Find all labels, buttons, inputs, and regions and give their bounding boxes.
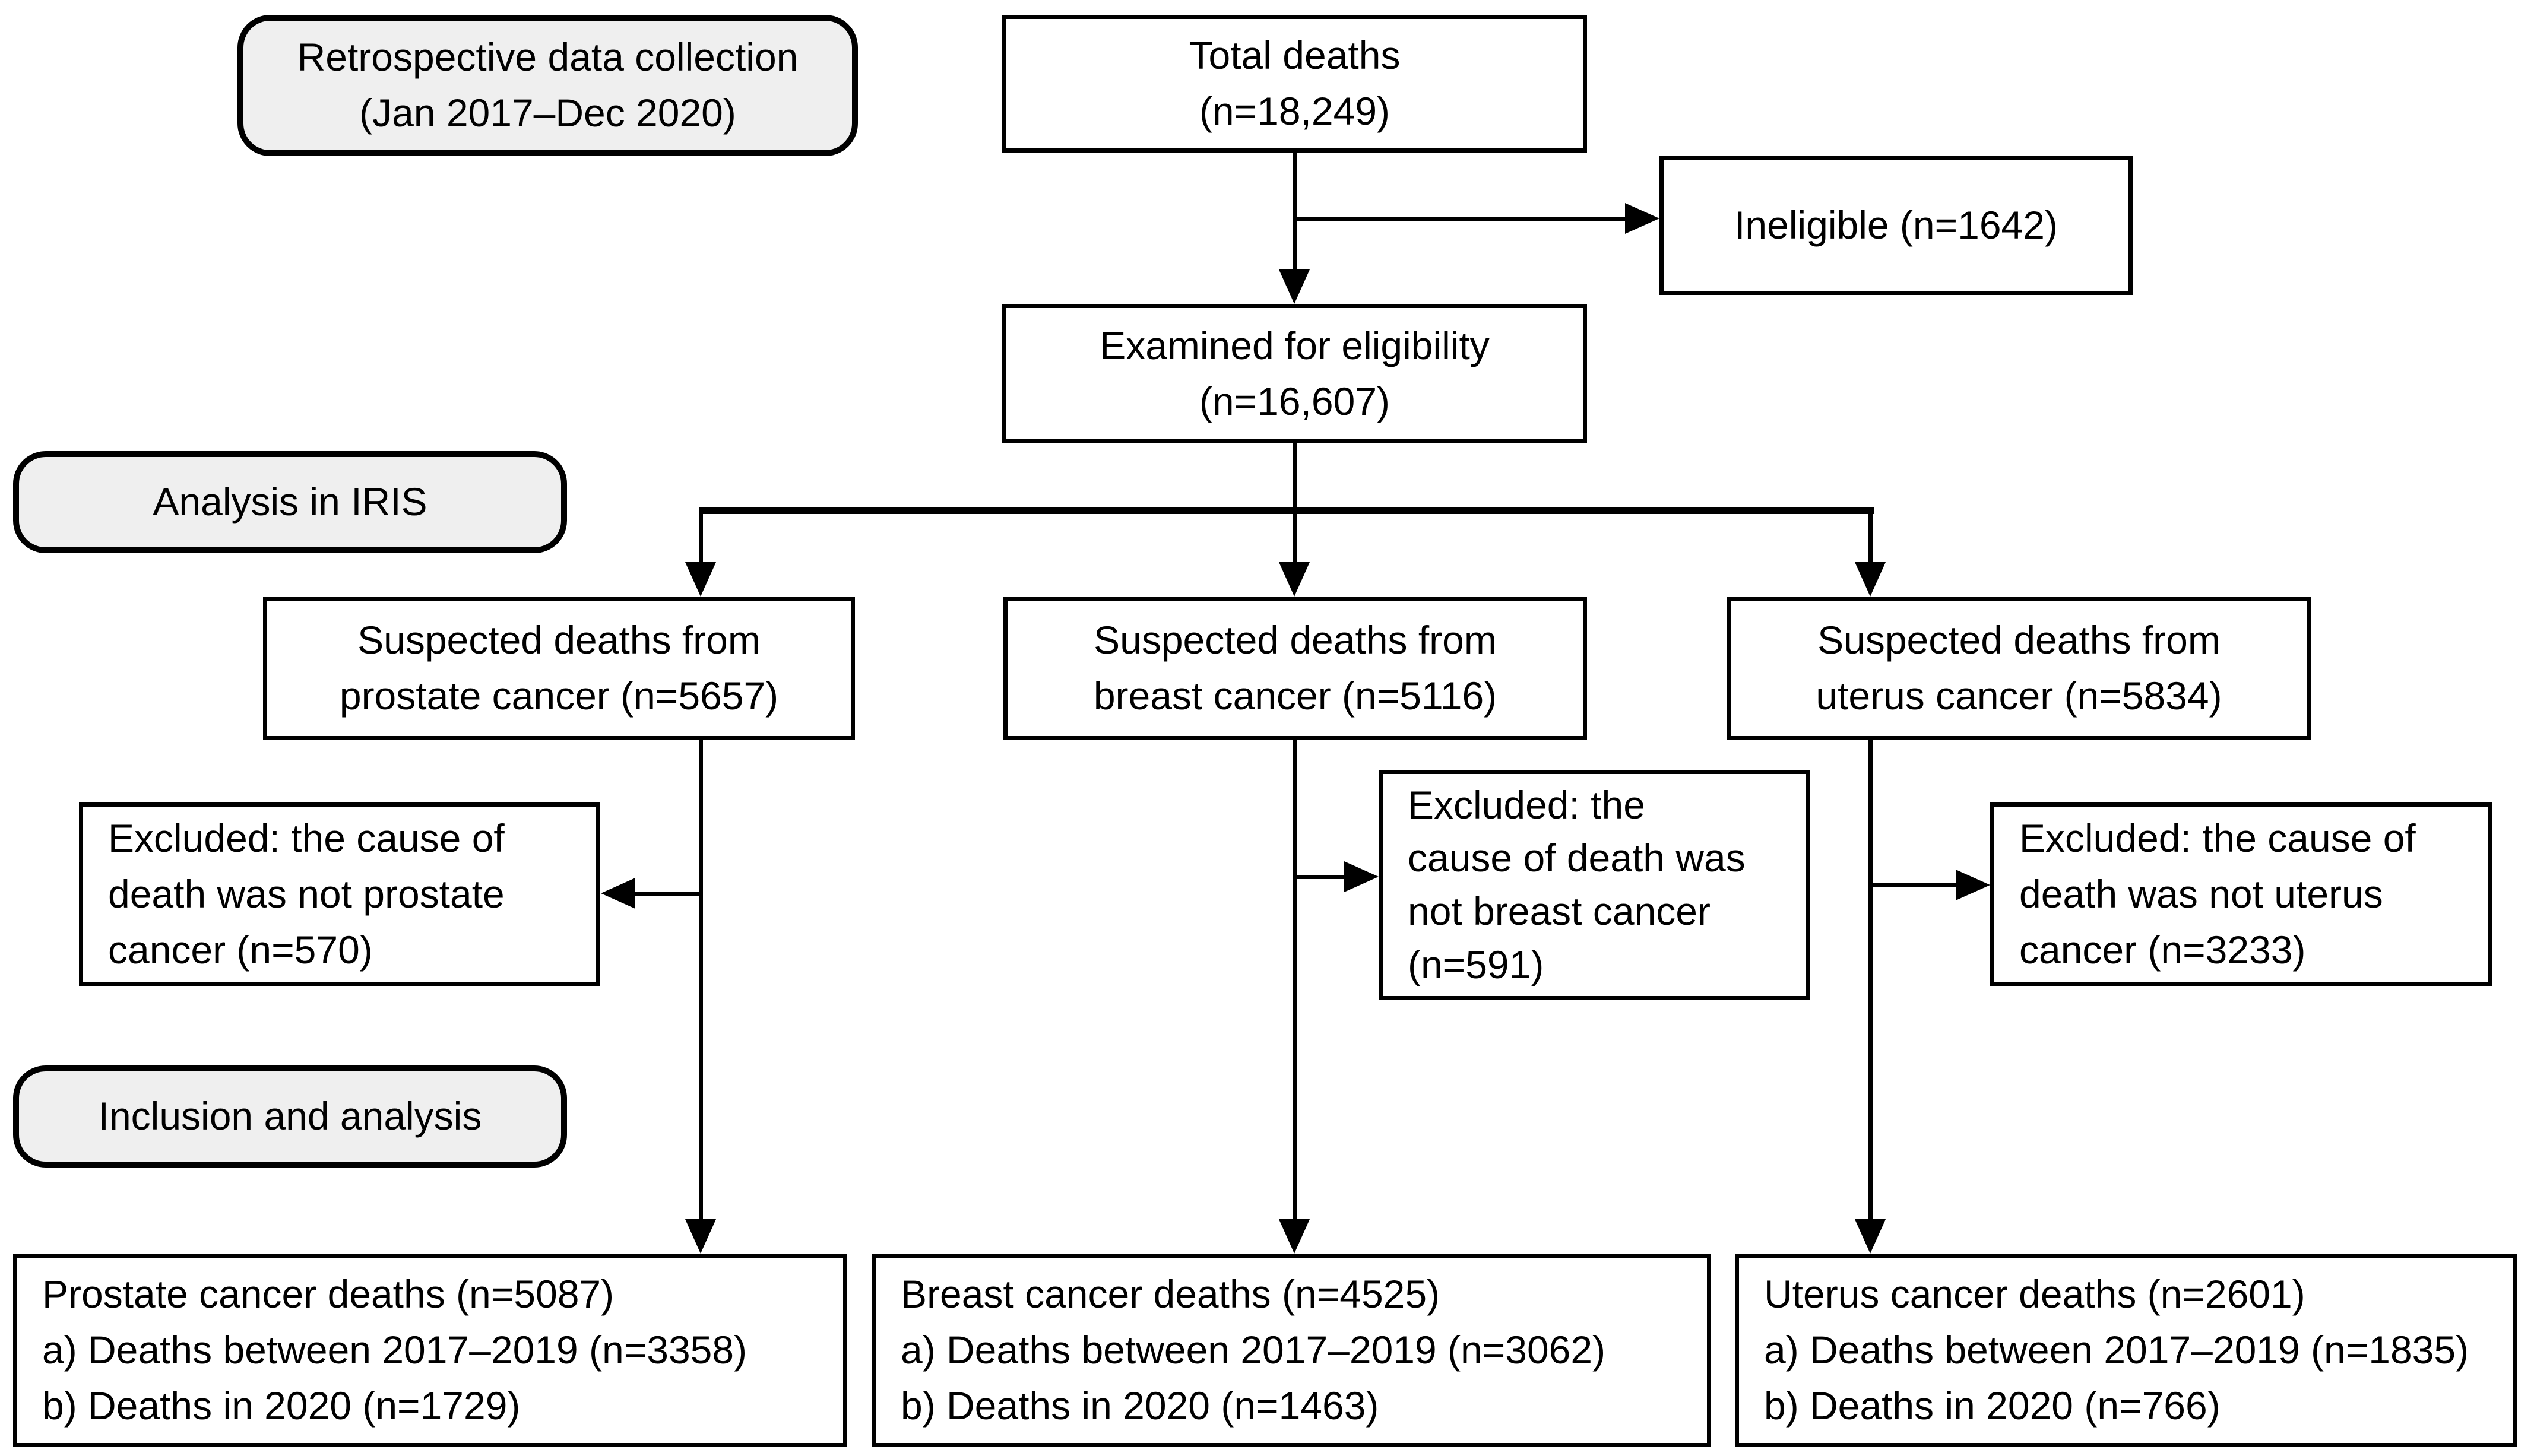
box-examined-for-eligibility: Examined for eligibility (n=16,607) — [1002, 304, 1587, 443]
arrow-down-icon — [1855, 562, 1886, 597]
connector-split-bar — [699, 507, 1874, 514]
connector-examined-to-split — [1293, 443, 1297, 510]
connector-to-excluded-breast — [1294, 875, 1347, 879]
box-excluded-uterus: Excluded: the cause of death was not ute… — [1990, 802, 2492, 986]
connector-prostate-to-final — [699, 740, 703, 1221]
box-ineligible: Ineligible (n=1642) — [1659, 156, 2133, 295]
connector-to-excluded-prostate — [632, 892, 701, 896]
box-total-deaths: Total deaths (n=18,249) — [1002, 15, 1587, 153]
stage-label-retrospective: Retrospective data collection (Jan 2017–… — [237, 15, 858, 156]
connector-uterus-to-final — [1868, 740, 1873, 1221]
connector-split-to-breast — [1293, 510, 1297, 564]
arrow-down-icon — [1855, 1219, 1886, 1254]
connector-total-to-examined — [1293, 153, 1297, 271]
arrow-right-icon — [1625, 203, 1659, 234]
box-excluded-prostate: Excluded: the cause of death was not pro… — [79, 802, 600, 986]
connector-to-excluded-uterus — [1870, 883, 1958, 887]
stage-label-iris: Analysis in IRIS — [13, 451, 567, 553]
arrow-left-icon — [601, 878, 635, 909]
arrow-down-icon — [1279, 1219, 1310, 1254]
connector-split-to-prostate — [699, 510, 703, 564]
arrow-down-icon — [685, 1219, 716, 1254]
connector-split-to-uterus — [1868, 510, 1873, 564]
box-final-uterus: Uterus cancer deaths (n=2601) a) Deaths … — [1735, 1254, 2517, 1447]
connector-breast-to-final — [1293, 740, 1297, 1221]
box-suspected-breast: Suspected deaths from breast cancer (n=5… — [1003, 597, 1587, 740]
stage-label-inclusion: Inclusion and analysis — [13, 1065, 567, 1168]
arrow-down-icon — [685, 562, 716, 597]
box-final-prostate: Prostate cancer deaths (n=5087) a) Death… — [13, 1254, 847, 1447]
box-final-breast: Breast cancer deaths (n=4525) a) Deaths … — [872, 1254, 1711, 1447]
arrow-down-icon — [1279, 562, 1310, 597]
arrow-right-icon — [1956, 870, 1990, 900]
arrow-down-icon — [1279, 269, 1310, 304]
arrow-right-icon — [1344, 861, 1379, 892]
box-excluded-breast: Excluded: the cause of death was not bre… — [1379, 770, 1810, 1000]
box-suspected-prostate: Suspected deaths from prostate cancer (n… — [263, 597, 855, 740]
box-suspected-uterus: Suspected deaths from uterus cancer (n=5… — [1727, 597, 2311, 740]
connector-to-ineligible — [1294, 217, 1627, 221]
